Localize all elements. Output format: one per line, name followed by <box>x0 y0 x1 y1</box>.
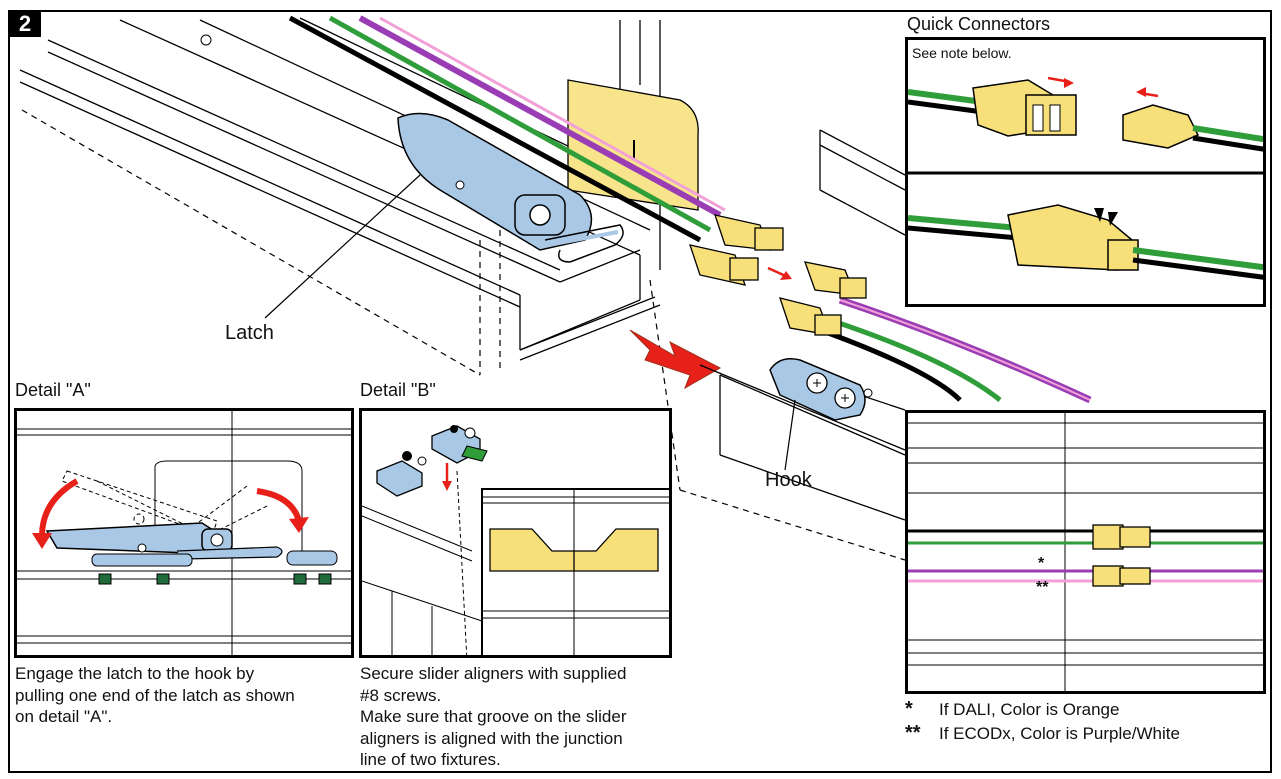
quick-connectors-illustration <box>908 76 1263 280</box>
caption-line: Secure slider aligners with supplied <box>360 664 627 683</box>
legend-mark: * <box>905 698 913 720</box>
detail-b-title: Detail "B" <box>360 380 436 400</box>
legend-mark: ** <box>905 722 921 744</box>
detail-a-illustration <box>17 411 351 655</box>
quick-connectors-note: See note below. <box>912 45 1012 61</box>
wire-marker-double: ** <box>1036 579 1049 596</box>
latch-label: Latch <box>225 322 274 344</box>
quick-connectors-panel: See note below. <box>905 37 1266 307</box>
detail-a-panel <box>14 408 354 658</box>
caption-line: aligners is aligned with the junction <box>360 728 623 748</box>
detail-b-panel <box>359 408 672 658</box>
hook-label: Hook <box>765 469 812 491</box>
wire-marker-single: * <box>1038 555 1045 572</box>
quick-connectors-title: Quick Connectors <box>907 14 1051 34</box>
detail-b-illustration <box>362 425 669 655</box>
caption-line: #8 screws. <box>360 685 442 705</box>
legend-row-ecodx: ** If ECODx, Color is Purple/White <box>905 722 1180 745</box>
diagram-frame <box>8 10 1272 773</box>
legend-text: If DALI, Color is Orange <box>939 700 1120 719</box>
step-number-badge: 2 <box>9 11 41 37</box>
detail-a-caption: Engage the latch to the hook by pulling … <box>15 663 295 728</box>
detail-b-caption: Secure slider aligners with supplied #8 … <box>360 663 626 771</box>
wiring-detail-illustration <box>908 413 1263 691</box>
caption-line: on detail "A". <box>15 707 113 726</box>
caption-line: Engage the latch to the hook by <box>15 664 255 683</box>
legend-row-dali: * If DALI, Color is Orange <box>905 698 1119 721</box>
detail-a-title: Detail "A" <box>15 380 91 400</box>
wiring-detail-panel: * ** <box>905 410 1266 694</box>
caption-line: line of two fixtures. <box>360 750 501 769</box>
caption-line: Make sure that groove on the slider <box>360 707 627 726</box>
caption-line: pulling one end of the latch as shown <box>15 685 295 705</box>
legend-text: If ECODx, Color is Purple/White <box>939 724 1180 743</box>
